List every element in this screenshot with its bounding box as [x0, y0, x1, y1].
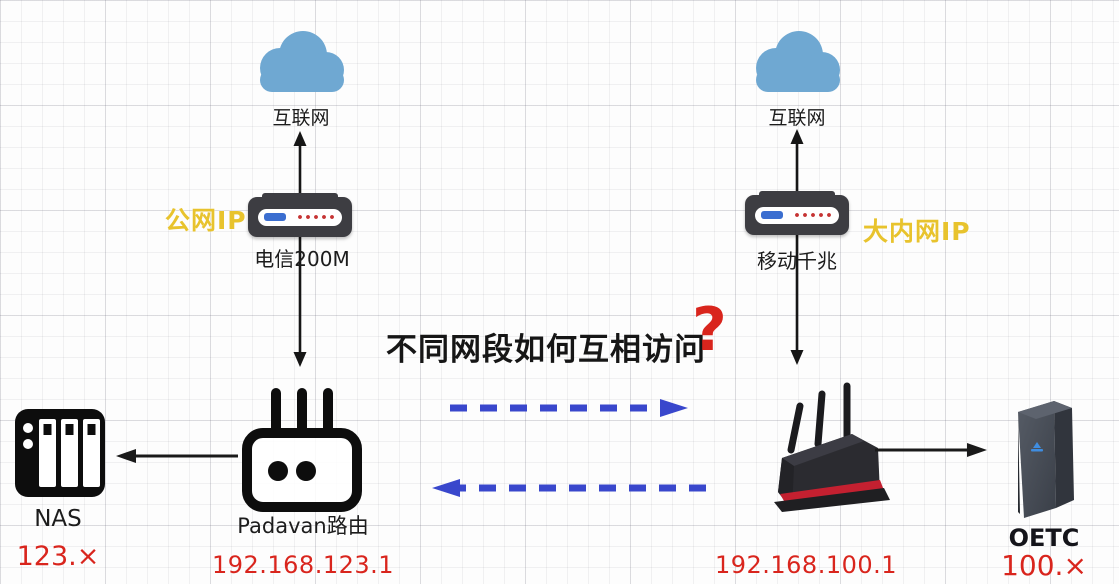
right-router-ip: 192.168.100.1 [714, 551, 898, 579]
modem-led-icon [264, 213, 286, 221]
left-router-label: Padavan路由 [237, 514, 369, 538]
gaming-router-icon [774, 382, 890, 512]
dashed-arrow-left-icon [432, 479, 706, 497]
right-wan-type-label: 大内网IP [863, 217, 971, 246]
left-wan-type-label: 公网IP [165, 206, 247, 235]
diagram-question-text: 不同网段如何互相访问 [386, 332, 706, 368]
right-cloud-label: 互联网 [768, 107, 826, 129]
arrow-left-icon [116, 449, 238, 463]
modem-icon [745, 191, 849, 235]
up-down-arrow-icon [790, 129, 804, 365]
question-mark: ? [692, 295, 727, 365]
up-down-arrow-icon [293, 131, 307, 367]
modem-status-dots-icon [793, 212, 833, 218]
arrow-right-icon [875, 443, 987, 457]
mini-server-icon [1018, 401, 1074, 518]
nas-label: NAS [34, 506, 82, 532]
cloud-icon [756, 31, 840, 92]
oetc-subnet-label: 100.× [1001, 549, 1087, 582]
dashed-arrow-right-icon [450, 399, 688, 417]
nas-subnet-label: 123.× [16, 541, 100, 572]
modem-led-icon [761, 211, 783, 219]
device-logo-icon [1031, 442, 1043, 452]
cloud-icon [260, 31, 344, 92]
left-cloud-label: 互联网 [272, 107, 330, 129]
oetc-label: OETC [1008, 524, 1080, 552]
right-modem-label: 移动千兆 [757, 249, 837, 273]
modem-status-dots-icon [296, 214, 336, 220]
nas-icon [15, 409, 105, 497]
left-modem-label: 电信200M [254, 247, 350, 271]
wireless-router-icon [242, 388, 362, 512]
modem-icon [248, 193, 352, 237]
left-router-ip: 192.168.123.1 [211, 551, 395, 579]
